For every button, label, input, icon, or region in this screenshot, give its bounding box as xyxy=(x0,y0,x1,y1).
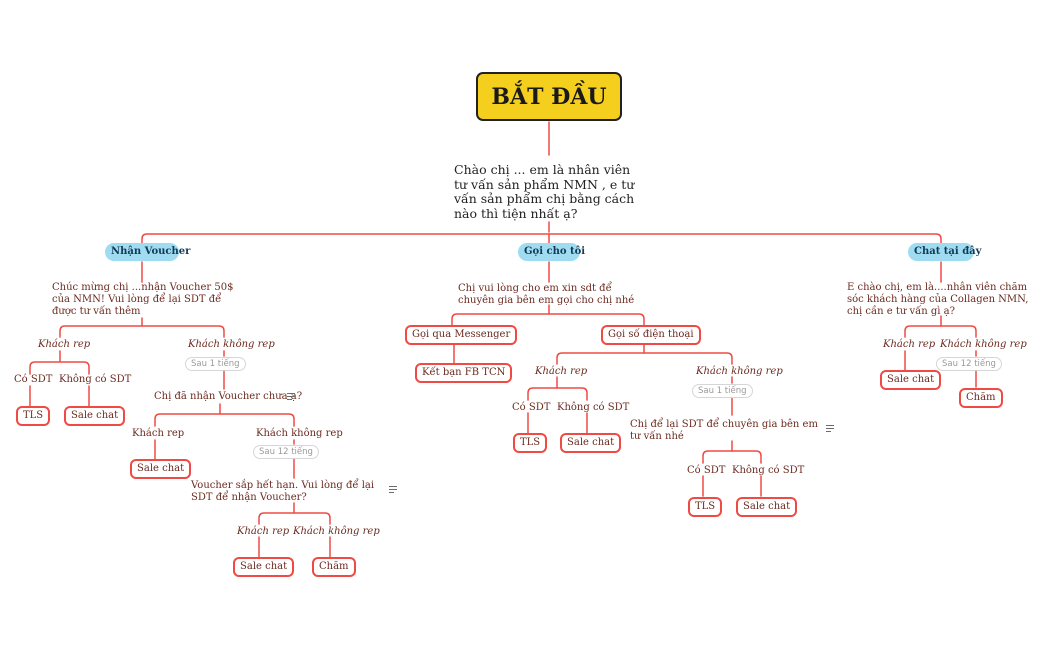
chat-nurture[interactable]: Chăm xyxy=(959,388,1003,408)
chat-wait-12h: Sau 12 tiếng xyxy=(936,357,1002,371)
call-wait-1h: Sau 1 tiếng xyxy=(692,384,753,398)
voucher-expire-question[interactable]: Voucher sắp hết hạn. Vui lòng để lại SDT… xyxy=(191,480,375,503)
chat-message[interactable]: E chào chị, em là....nhân viên chăm sóc … xyxy=(847,282,1029,317)
voucher-sale-chat-2[interactable]: Sale chat xyxy=(130,459,192,479)
chat-sale-chat[interactable]: Sale chat xyxy=(880,370,942,390)
chat-customer-reply[interactable]: Khách rep xyxy=(883,339,936,350)
voucher-wait-1h: Sau 1 tiếng xyxy=(185,357,246,371)
call-has-phone-2[interactable]: Có SDT xyxy=(687,465,726,476)
voucher-sale-chat[interactable]: Sale chat xyxy=(64,406,126,426)
branch-call-me[interactable]: Gọi cho tôi xyxy=(518,243,585,261)
call-sale-chat-2[interactable]: Sale chat xyxy=(736,497,798,517)
call-customer-reply[interactable]: Khách rep xyxy=(535,366,588,377)
note-icon xyxy=(287,393,295,400)
start-node[interactable]: BẮT ĐẦU xyxy=(476,72,622,121)
call-has-phone[interactable]: Có SDT xyxy=(512,402,551,413)
call-no-reply[interactable]: Khách không rep xyxy=(696,366,783,377)
voucher-tls[interactable]: TLS xyxy=(16,406,51,426)
voucher-no-reply-2[interactable]: Khách không rep xyxy=(256,428,343,439)
branch-chat-here[interactable]: Chat tại đây xyxy=(908,243,981,261)
call-messenger[interactable]: Gọi qua Messenger xyxy=(405,325,518,345)
call-tls[interactable]: TLS xyxy=(513,433,548,453)
call-tls-2[interactable]: TLS xyxy=(688,497,723,517)
voucher-reply-3[interactable]: Khách rep xyxy=(237,526,290,537)
voucher-nurture[interactable]: Chăm xyxy=(312,557,356,577)
note-icon xyxy=(389,486,397,493)
voucher-reply-2[interactable]: Khách rep xyxy=(132,428,185,439)
voucher-customer-reply[interactable]: Khách rep xyxy=(38,339,91,350)
note-icon xyxy=(826,425,834,432)
call-no-phone-2[interactable]: Không có SDT xyxy=(732,465,805,476)
call-fb-friend[interactable]: Kết bạn FB TCN xyxy=(415,363,513,383)
voucher-has-phone[interactable]: Có SDT xyxy=(14,374,53,385)
voucher-wait-12h: Sau 12 tiếng xyxy=(253,445,319,459)
call-sale-chat[interactable]: Sale chat xyxy=(560,433,622,453)
call-phone[interactable]: Gọi số điện thoại xyxy=(601,325,701,345)
voucher-no-reply[interactable]: Khách không rep xyxy=(188,339,275,350)
voucher-sale-chat-3[interactable]: Sale chat xyxy=(233,557,295,577)
branch-voucher[interactable]: Nhận Voucher xyxy=(105,243,190,261)
chat-no-reply[interactable]: Khách không rep xyxy=(940,339,1027,350)
voucher-received-question[interactable]: Chị đã nhận Voucher chưa ạ? xyxy=(154,391,303,402)
call-no-phone[interactable]: Không có SDT xyxy=(557,402,630,413)
voucher-message[interactable]: Chúc mừng chị ...nhận Voucher 50$ của NM… xyxy=(52,282,234,317)
call-message[interactable]: Chị vui lòng cho em xin sdt để chuyên gi… xyxy=(458,283,635,306)
voucher-no-phone[interactable]: Không có SDT xyxy=(59,374,132,385)
voucher-no-reply-3[interactable]: Khách không rep xyxy=(293,526,380,537)
greeting-node[interactable]: Chào chị ... em là nhân viên tư vấn sản … xyxy=(454,162,635,221)
call-ask-phone[interactable]: Chị để lại SDT để chuyên gia bên em tư v… xyxy=(630,419,818,442)
